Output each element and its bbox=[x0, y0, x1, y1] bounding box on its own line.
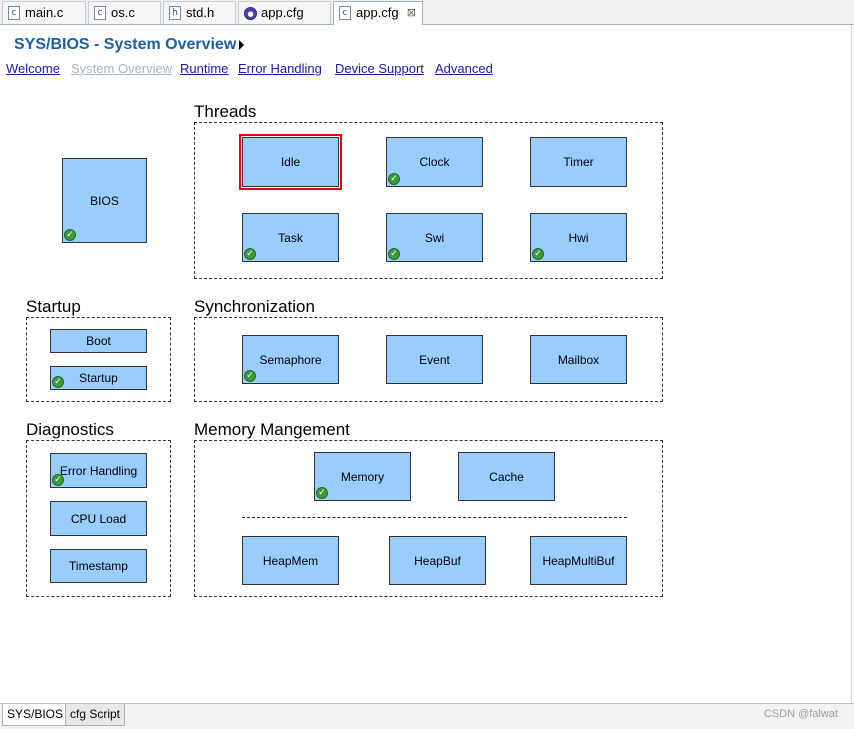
module-label: Timestamp bbox=[69, 559, 128, 573]
tab-os-c[interactable]: c os.c bbox=[88, 1, 161, 24]
module-heapmem[interactable]: HeapMem bbox=[242, 536, 339, 585]
check-icon: ✓ bbox=[52, 474, 64, 486]
module-timestamp[interactable]: Timestamp bbox=[50, 549, 147, 583]
nav-welcome[interactable]: Welcome bbox=[6, 61, 60, 76]
group-title-diagnostics: Diagnostics bbox=[26, 420, 114, 439]
module-idle[interactable]: Idle bbox=[239, 134, 342, 190]
module-semaphore[interactable]: Semaphore ✓ bbox=[242, 335, 339, 384]
memory-divider bbox=[242, 517, 627, 518]
check-icon: ✓ bbox=[532, 248, 544, 260]
cfg-file-icon: c bbox=[339, 6, 351, 20]
tab-label: app.cfg bbox=[261, 5, 304, 20]
editor-tab-bar: c main.c c os.c h std.h ● app.cfg c app.… bbox=[0, 0, 854, 25]
module-label: Clock bbox=[419, 155, 450, 169]
module-label: Semaphore bbox=[259, 352, 322, 367]
module-label: BIOS bbox=[90, 193, 119, 208]
tab-label: std.h bbox=[186, 5, 215, 20]
group-memory bbox=[194, 440, 663, 597]
tab-sys-bios[interactable]: SYS/BIOS bbox=[2, 704, 69, 726]
module-label: HeapMultiBuf bbox=[542, 553, 615, 568]
check-icon: ✓ bbox=[64, 229, 76, 241]
group-title-synchronization: Synchronization bbox=[194, 297, 315, 316]
module-label: Boot bbox=[86, 334, 111, 348]
group-startup bbox=[26, 317, 171, 402]
tab-app-cfg-active[interactable]: c app.cfg ⊠ bbox=[333, 1, 423, 25]
group-title-memory: Memory Mangement bbox=[194, 420, 350, 439]
check-icon: ✓ bbox=[388, 248, 400, 260]
module-bios[interactable]: BIOS ✓ bbox=[62, 158, 147, 243]
c-file-icon: c bbox=[94, 6, 106, 20]
tab-cfg-script[interactable]: cfg Script bbox=[65, 704, 126, 726]
tab-app-cfg-1[interactable]: ● app.cfg bbox=[238, 1, 331, 24]
module-label: Event bbox=[419, 352, 450, 367]
module-event[interactable]: Event bbox=[386, 335, 483, 384]
check-icon: ✓ bbox=[244, 370, 256, 382]
tab-main-c[interactable]: c main.c bbox=[2, 1, 86, 24]
page-title: SYS/BIOS - System Overview bbox=[14, 36, 237, 53]
check-icon: ✓ bbox=[244, 248, 256, 260]
module-timer[interactable]: Timer bbox=[530, 137, 627, 187]
module-label: Cache bbox=[489, 469, 524, 484]
group-title-startup: Startup bbox=[26, 297, 81, 316]
nav-error-handling[interactable]: Error Handling bbox=[238, 61, 322, 76]
check-icon: ✓ bbox=[388, 173, 400, 185]
module-label: Startup bbox=[79, 371, 118, 385]
module-heapbuf[interactable]: HeapBuf bbox=[389, 536, 486, 585]
check-icon: ✓ bbox=[52, 376, 64, 388]
module-memory[interactable]: Memory ✓ bbox=[314, 452, 411, 501]
nav-runtime[interactable]: Runtime bbox=[180, 61, 229, 76]
module-label: CPU Load bbox=[70, 511, 127, 526]
module-label: HeapBuf bbox=[414, 553, 461, 568]
tab-label: os.c bbox=[111, 5, 135, 20]
close-icon[interactable]: ⊠ bbox=[406, 6, 416, 19]
module-boot[interactable]: Boot bbox=[50, 329, 147, 353]
tab-label: app.cfg bbox=[356, 5, 399, 20]
module-label: Error Handling bbox=[59, 463, 138, 478]
module-cpu-load[interactable]: CPU Load bbox=[50, 501, 147, 536]
editor-border bbox=[851, 25, 852, 703]
module-label: Idle bbox=[280, 155, 301, 169]
module-clock[interactable]: Clock ✓ bbox=[386, 137, 483, 187]
module-error-handling[interactable]: Error Handling ✓ bbox=[50, 453, 147, 488]
module-label: Hwi bbox=[568, 230, 589, 245]
module-hwi[interactable]: Hwi ✓ bbox=[530, 213, 627, 262]
group-diagnostics bbox=[26, 440, 171, 597]
group-synchronization bbox=[194, 317, 663, 402]
bottom-tab-bar: SYS/BIOS cfg Script bbox=[0, 703, 854, 729]
module-mailbox[interactable]: Mailbox bbox=[530, 335, 627, 384]
module-task[interactable]: Task ✓ bbox=[242, 213, 339, 262]
expand-arrow-icon[interactable] bbox=[239, 40, 244, 50]
module-label: Task bbox=[278, 230, 303, 245]
nav-device-support[interactable]: Device Support bbox=[335, 61, 424, 76]
module-label: Memory bbox=[340, 469, 385, 484]
check-icon: ✓ bbox=[316, 487, 328, 499]
group-threads bbox=[194, 122, 663, 279]
tab-label: main.c bbox=[25, 5, 64, 20]
watermark: CSDN @falwat bbox=[763, 708, 838, 720]
nav-system-overview: System Overview bbox=[71, 61, 173, 76]
module-heapmultibuf[interactable]: HeapMultiBuf bbox=[530, 536, 627, 585]
group-title-threads: Threads bbox=[194, 102, 257, 121]
module-startup[interactable]: Startup ✓ bbox=[50, 366, 147, 390]
c-file-icon: c bbox=[8, 6, 20, 20]
module-label: Mailbox bbox=[557, 352, 600, 367]
module-label: Swi bbox=[424, 230, 445, 245]
nav-advanced[interactable]: Advanced bbox=[435, 61, 493, 76]
cfg-file-icon: ● bbox=[244, 7, 257, 20]
module-label: HeapMem bbox=[262, 553, 319, 568]
module-swi[interactable]: Swi ✓ bbox=[386, 213, 483, 262]
module-cache[interactable]: Cache bbox=[458, 452, 555, 501]
module-label: Timer bbox=[563, 155, 594, 169]
h-file-icon: h bbox=[169, 6, 181, 20]
tab-std-h[interactable]: h std.h bbox=[163, 1, 236, 24]
